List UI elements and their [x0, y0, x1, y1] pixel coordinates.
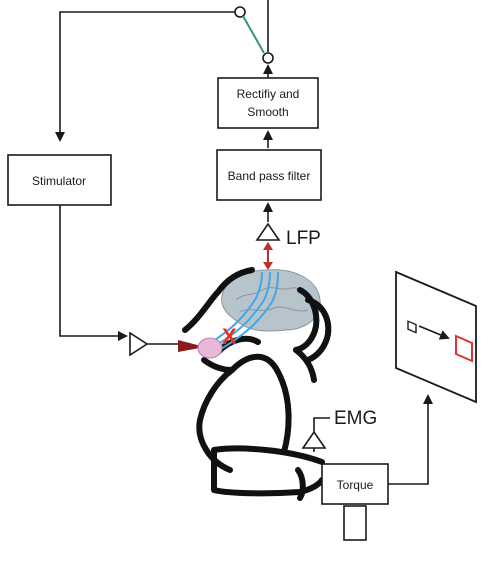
bandpass-label: Band pass filter — [228, 169, 311, 183]
brain-icon — [221, 269, 321, 332]
lesion-mark: X — [222, 324, 237, 349]
switch-contact-bottom — [262, 52, 274, 64]
monkey-figure: X — [182, 267, 332, 501]
lfp-amplifier: LFP — [255, 222, 321, 270]
emg-amplifier: EMG — [301, 408, 377, 452]
torque-handle — [343, 505, 367, 541]
lfp-arrow-down-icon — [263, 262, 273, 270]
stim-target-icon — [197, 337, 223, 359]
emg-amplifier-icon — [301, 430, 327, 449]
rectify-smooth-block: Rectifiy and Smooth — [217, 77, 319, 129]
rectify-label-line1: Rectifiy and — [237, 87, 300, 101]
target-box-icon — [455, 334, 473, 363]
wire-torque-to-display — [388, 394, 433, 485]
cursor-move-arrow — [418, 325, 450, 340]
rectify-label-line2: Smooth — [247, 105, 288, 119]
bandpass-filter-block: Band pass filter — [216, 149, 322, 201]
display-screen — [395, 270, 477, 404]
torque-sensor: Torque — [321, 394, 433, 541]
cursor-icon — [407, 320, 417, 334]
torque-label: Torque — [337, 478, 374, 492]
lfp-amplifier-icon — [255, 222, 281, 241]
lfp-label: LFP — [286, 228, 321, 249]
wire-stimulator-to-amp — [59, 205, 128, 341]
task-display — [395, 270, 477, 404]
stim-electrode-icon — [178, 340, 205, 352]
wire-switch-to-stimulator — [55, 11, 236, 142]
switch-lever — [242, 15, 265, 54]
stim-amplifier-icon — [129, 331, 149, 357]
switch-contact-top — [234, 6, 246, 18]
emg-label: EMG — [334, 408, 377, 429]
stimulator-label: Stimulator — [32, 174, 86, 188]
stimulator-block: Stimulator — [7, 154, 112, 206]
feedback-wires — [55, 0, 274, 345]
lfp-arrow-up-icon — [263, 242, 273, 250]
stim-amplifier — [129, 331, 205, 357]
